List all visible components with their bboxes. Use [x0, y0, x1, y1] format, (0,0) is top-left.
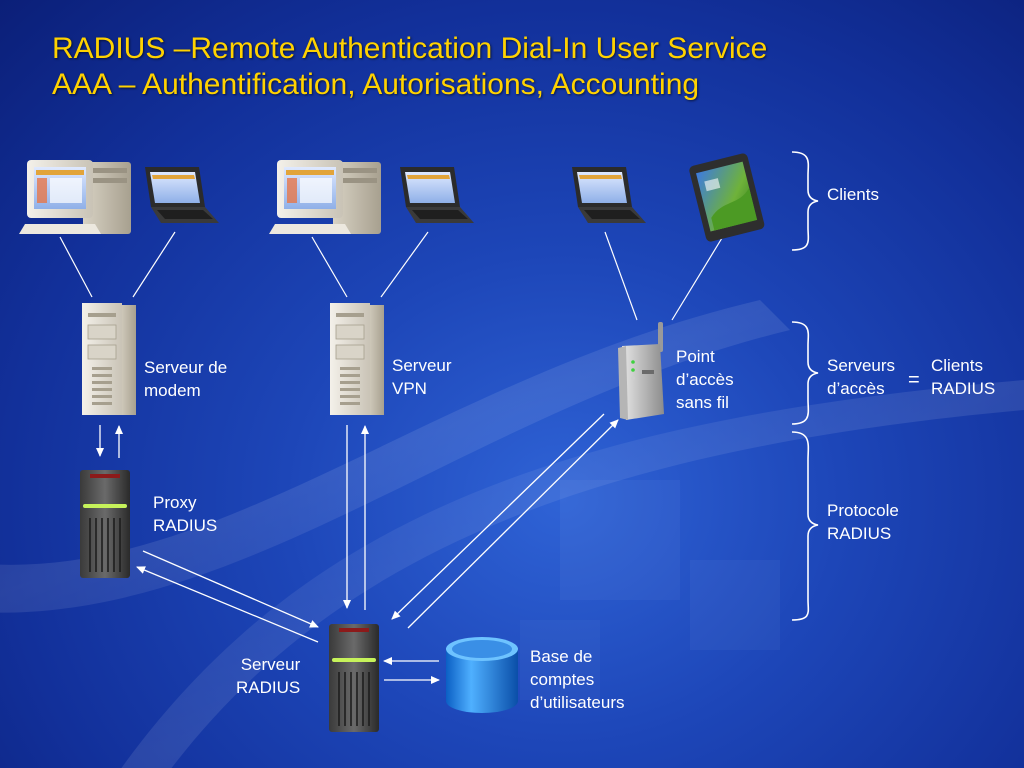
- arrow-ap-to-radius: [391, 413, 605, 620]
- wireless-ap-label: Point d’accès sans fil: [676, 347, 734, 412]
- rack-server-icon: [80, 470, 130, 578]
- link-desktop1-modem: [59, 236, 93, 298]
- rack-server-icon: [329, 624, 379, 732]
- legend-braces: [791, 151, 819, 621]
- proxy-radius-label: Proxy RADIUS: [153, 493, 218, 535]
- laptop-icon: [572, 167, 646, 223]
- arrow-radius-to-ap: [407, 419, 619, 629]
- access-servers-brace: [791, 321, 819, 425]
- legend-radius-clients: Clients RADIUS: [931, 356, 996, 398]
- client-links: [59, 231, 723, 321]
- tower-server-icon: [330, 303, 384, 415]
- radius-server-label: Serveur RADIUS: [236, 655, 301, 697]
- link-laptop2-vpn: [380, 231, 429, 298]
- slide-title-line1: RADIUS –Remote Authentication Dial-In Us…: [52, 32, 768, 65]
- modem-server-label: Serveur de modem: [144, 358, 228, 400]
- legend-radius-protocol: Protocole RADIUS: [827, 501, 899, 543]
- legend-clients: Clients: [827, 185, 879, 204]
- radius-arrows: [96, 413, 619, 684]
- clients-brace: [791, 151, 819, 251]
- legend-access-servers: Serveurs d’accès: [827, 356, 896, 398]
- link-laptop1-modem: [132, 231, 176, 298]
- link-tablet-ap: [671, 237, 723, 321]
- arrow-proxy-to-radius: [142, 550, 319, 628]
- tower-server-icon: [82, 303, 136, 415]
- legend-equals: =: [908, 369, 920, 391]
- slide-title-line2: AAA – Authentification, Autorisations, A…: [52, 68, 700, 101]
- desktop-computer-icon: [269, 160, 381, 234]
- link-desktop2-vpn: [311, 236, 348, 298]
- laptop-icon: [400, 167, 474, 223]
- vpn-server-label: Serveur VPN: [392, 356, 452, 398]
- arrow-radius-to-proxy: [136, 566, 319, 643]
- laptop-icon: [145, 167, 219, 223]
- link-laptop3-ap: [604, 231, 638, 321]
- wireless-access-point-icon: [618, 322, 664, 420]
- user-database-label: Base de comptes d’utilisateurs: [530, 647, 625, 712]
- tablet-pc-icon: [689, 153, 765, 242]
- desktop-computer-icon: [19, 160, 131, 234]
- database-cylinder-icon: [446, 637, 518, 713]
- protocol-brace: [791, 431, 819, 621]
